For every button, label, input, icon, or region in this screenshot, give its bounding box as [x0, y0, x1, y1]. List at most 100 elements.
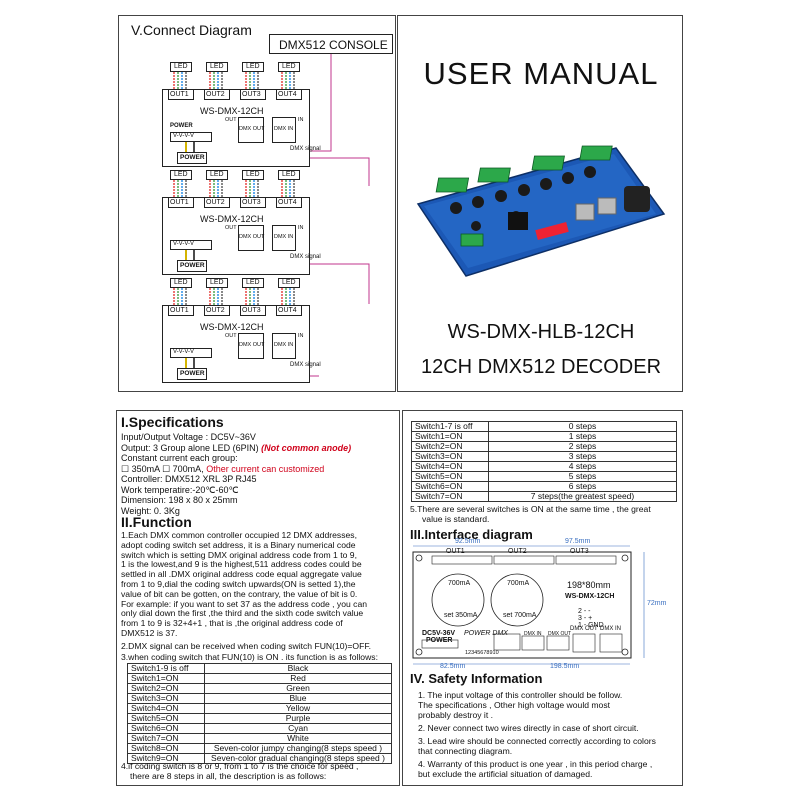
value-cell: Blue [204, 693, 392, 704]
out-label: OUT1 [170, 91, 189, 98]
switch-cell: Switch1=ON [411, 431, 489, 442]
if-700ma-2: 700mA [507, 580, 530, 587]
unit-model: WS-DMX-12CH [200, 106, 264, 116]
dmx-out-port [238, 117, 264, 143]
out-label: OUT1 [170, 199, 189, 206]
spec-line: Work temperatire:-20℃-60℃ [121, 484, 239, 495]
out-label: OUT2 [206, 199, 225, 206]
switch-cell: Switch1-9 is off [127, 663, 205, 674]
voltage-terminal [170, 240, 212, 250]
dmx-signal-label: DMX signal [290, 146, 321, 152]
value-cell: Purple [204, 713, 392, 724]
function-paragraph-4a: 4.if coding switch is 8 or 9, from 1 to … [121, 761, 359, 771]
out-label: OUT2 [206, 91, 225, 98]
spec-line: Constant current each group: [121, 453, 238, 463]
safety-line: 3. Lead wire should be connected correct… [418, 736, 656, 746]
led-box [242, 170, 264, 180]
led-label: LED [210, 63, 224, 70]
out-label: OUT3 [242, 91, 261, 98]
switch-cell: Switch1=ON [127, 673, 205, 684]
if-set-700: set 700mA [503, 612, 537, 619]
led-wires [173, 72, 187, 90]
dmx-console-label: DMX512 CONSOLE [279, 38, 388, 52]
dmx-in-port [272, 117, 296, 143]
value-cell: Yellow [204, 703, 392, 714]
unit-in-label: IN [298, 333, 304, 339]
dim-top-2: 97.5mm [565, 538, 591, 545]
dmx-in-label: DMX IN [274, 342, 294, 348]
safety-item: 3. Lead wire should be connected correct… [418, 736, 678, 756]
value-cell: 1 steps [488, 431, 677, 442]
led-box [242, 62, 264, 72]
if-legend-2: 3 - + [578, 615, 593, 622]
power-button-label: POWER [180, 154, 205, 161]
switch-cell: Switch4=ON [127, 703, 205, 714]
out-port [204, 305, 230, 316]
led-wires [173, 288, 187, 306]
unit-power-label: POWER [170, 123, 193, 129]
power-button[interactable] [177, 152, 207, 164]
safety-line: that connecting diagram. [418, 746, 513, 756]
spec-line: ☐ 350mA ☐ 700mA, Other current can custo… [121, 463, 325, 474]
led-label: LED [174, 63, 188, 70]
led-box [206, 62, 228, 72]
if-out3: OUT3 [570, 548, 589, 555]
spec-line: Dimension: 198 x 80 x 25mm [121, 495, 238, 505]
dmx-signal-label: DMX signal [290, 362, 321, 368]
spec-line: Controller: DMX512 XRL 3P RJ45 [121, 474, 257, 484]
led-wires [281, 180, 295, 198]
function-paragraph-4b: there are 8 steps in all, the descriptio… [130, 771, 327, 781]
spec-line: Weight: 0. 3Kg [121, 505, 180, 516]
led-label: LED [210, 279, 224, 286]
power-button[interactable] [177, 260, 207, 272]
spec-line: Input/Output Voltage : DC5V~36V [121, 432, 256, 442]
led-box [170, 62, 192, 72]
power-button[interactable] [177, 368, 207, 380]
led-wires [209, 288, 223, 306]
voltage-terminal [170, 348, 212, 358]
led-label: LED [246, 279, 260, 286]
out-port [240, 197, 266, 208]
cover-panel: USER MANUAL WS-DMX-HLB-12CH 12CH DMX512 … [397, 15, 683, 392]
note-5a: 5.There are several switches is ON at th… [410, 504, 651, 514]
voltage-terminal [170, 132, 212, 142]
value-cell: 2 steps [488, 441, 677, 452]
if-700ma-1: 700mA [448, 580, 471, 587]
out-label: OUT3 [242, 307, 261, 314]
led-box [206, 278, 228, 288]
out-port [204, 89, 230, 100]
dmx-in-label: DMX IN [274, 126, 294, 132]
out-label: OUT4 [278, 91, 297, 98]
out-label: OUT1 [170, 307, 189, 314]
led-label: LED [246, 171, 260, 178]
dim-right: 72mm [647, 600, 667, 607]
if-dmx-in-small: DMX IN [524, 631, 542, 637]
out-port [168, 197, 194, 208]
dmx-in-port [272, 333, 296, 359]
function-line: adopt coding switch set address, it is a… [121, 539, 356, 550]
value-cell: 7 steps(the greatest speed) [488, 491, 677, 502]
dim-bottom-1: 82.5mm [440, 663, 466, 670]
safety-line: 4. Warranty of this product is one year … [418, 759, 653, 769]
dmx-signal-label: DMX signal [290, 254, 321, 260]
if-dip-numbers: 12345678910 [465, 650, 499, 656]
safety-item: 1. The input voltage of this controller … [418, 690, 678, 720]
out-port [276, 197, 302, 208]
led-box [170, 278, 192, 288]
led-wires [245, 72, 259, 90]
led-box [278, 62, 300, 72]
if-set-350: set 350mA [444, 612, 478, 619]
not-common-note: (Not common anode) [261, 442, 352, 453]
led-label: LED [174, 279, 188, 286]
if-power-label: POWER [426, 637, 453, 644]
value-cell: Seven-color gradual changing(8 steps spe… [204, 753, 392, 764]
custom-current-note: Other current can customized [206, 463, 325, 474]
out-label: OUT2 [206, 307, 225, 314]
